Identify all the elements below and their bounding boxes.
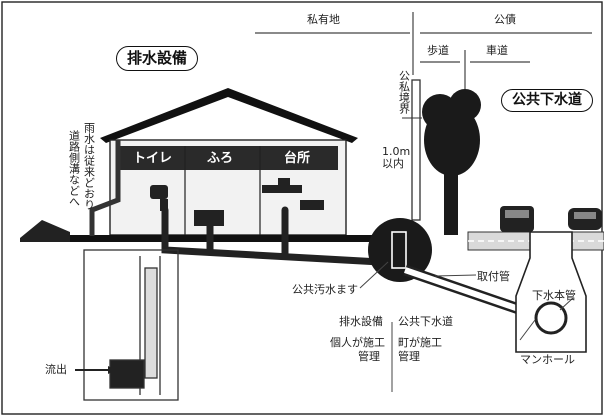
distance-label: 1.0m xyxy=(382,145,411,158)
bath-fixture xyxy=(194,210,224,226)
rain-note-2: 道路側溝などへ xyxy=(67,130,81,207)
public-road-label: 公債 xyxy=(494,13,516,26)
fixtures xyxy=(150,178,324,226)
public-sewer-badge: 公共下水道 xyxy=(501,89,593,113)
outflow-label: 流出 xyxy=(45,363,67,376)
manhole-label: マンホール xyxy=(520,353,575,366)
boundary-label: 公私境界 xyxy=(397,70,411,114)
legend-right-body2: 管理 xyxy=(398,350,420,363)
car-right xyxy=(568,208,602,230)
legend-right-body1: 町が施工 xyxy=(398,336,442,349)
public-sewer-basin-label: 公共汚水ます xyxy=(292,283,358,296)
legend-left-body1: 個人が施工 xyxy=(330,336,385,349)
legend-left-head: 排水設備 xyxy=(339,315,383,328)
roadway-label: 車道 xyxy=(486,44,508,57)
main-sewer-label: 下水本管 xyxy=(532,289,576,302)
toilet-fixture xyxy=(150,185,168,199)
room-toilet: トイレ xyxy=(133,151,173,166)
legend-left-body2: 管理 xyxy=(358,350,380,363)
connection-pipe-label: 取付管 xyxy=(477,270,510,283)
distance-label-2: 以内 xyxy=(382,157,404,170)
main-sewer-pipe xyxy=(534,301,568,335)
boundary-post xyxy=(411,79,421,221)
lower-cross-section xyxy=(83,249,179,401)
dimension-lines xyxy=(255,12,592,90)
car-left xyxy=(500,206,534,232)
legend-right-head: 公共下水道 xyxy=(398,315,453,328)
room-bath: ふろ xyxy=(207,151,234,166)
room-header-band xyxy=(120,146,338,170)
callout-lines xyxy=(359,261,574,392)
ground-line xyxy=(55,235,410,242)
tree xyxy=(422,89,481,235)
private-land-label: 私有地 xyxy=(307,13,340,26)
title-badge: 排水設備 xyxy=(116,46,199,71)
downspout xyxy=(89,140,121,236)
house-roof xyxy=(100,88,358,143)
left-ditch xyxy=(20,220,70,242)
kitchen-counter xyxy=(262,185,302,193)
rain-note: 雨水は従来どおり xyxy=(82,122,96,210)
room-kitchen: 台所 xyxy=(284,151,311,166)
sidewalk-label: 歩道 xyxy=(427,44,449,57)
outflow-arrow xyxy=(75,366,116,374)
